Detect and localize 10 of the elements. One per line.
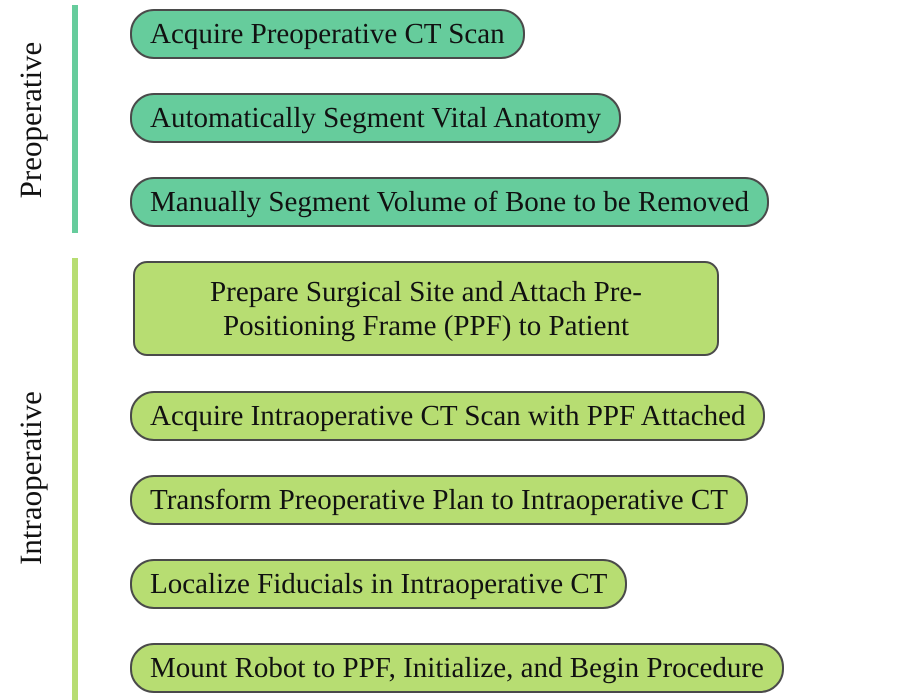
phase-label: Preoperative: [13, 42, 49, 198]
process-step-box: Automatically Segment Vital Anatomy: [130, 93, 622, 143]
process-step-box: Manually Segment Volume of Bone to be Removed: [130, 177, 769, 227]
process-step-box: Transform Preoperative Plan to Intraoperative CT: [130, 475, 748, 525]
phase-label: Intraoperative: [13, 391, 49, 565]
process-step-box: Acquire Intraoperative CT Scan with PPF Attached: [130, 391, 766, 441]
process-step-box: Localize Fiducials in Intraoperative CT: [130, 559, 628, 609]
process-step-box: Mount Robot to PPF, Initialize, and Begin Procedure: [130, 643, 784, 693]
process-step-box: Prepare Surgical Site and Attach Pre-Positioning Frame (PPF) to Patient: [133, 261, 719, 356]
process-step-box: Acquire Preoperative CT Scan: [130, 9, 525, 59]
